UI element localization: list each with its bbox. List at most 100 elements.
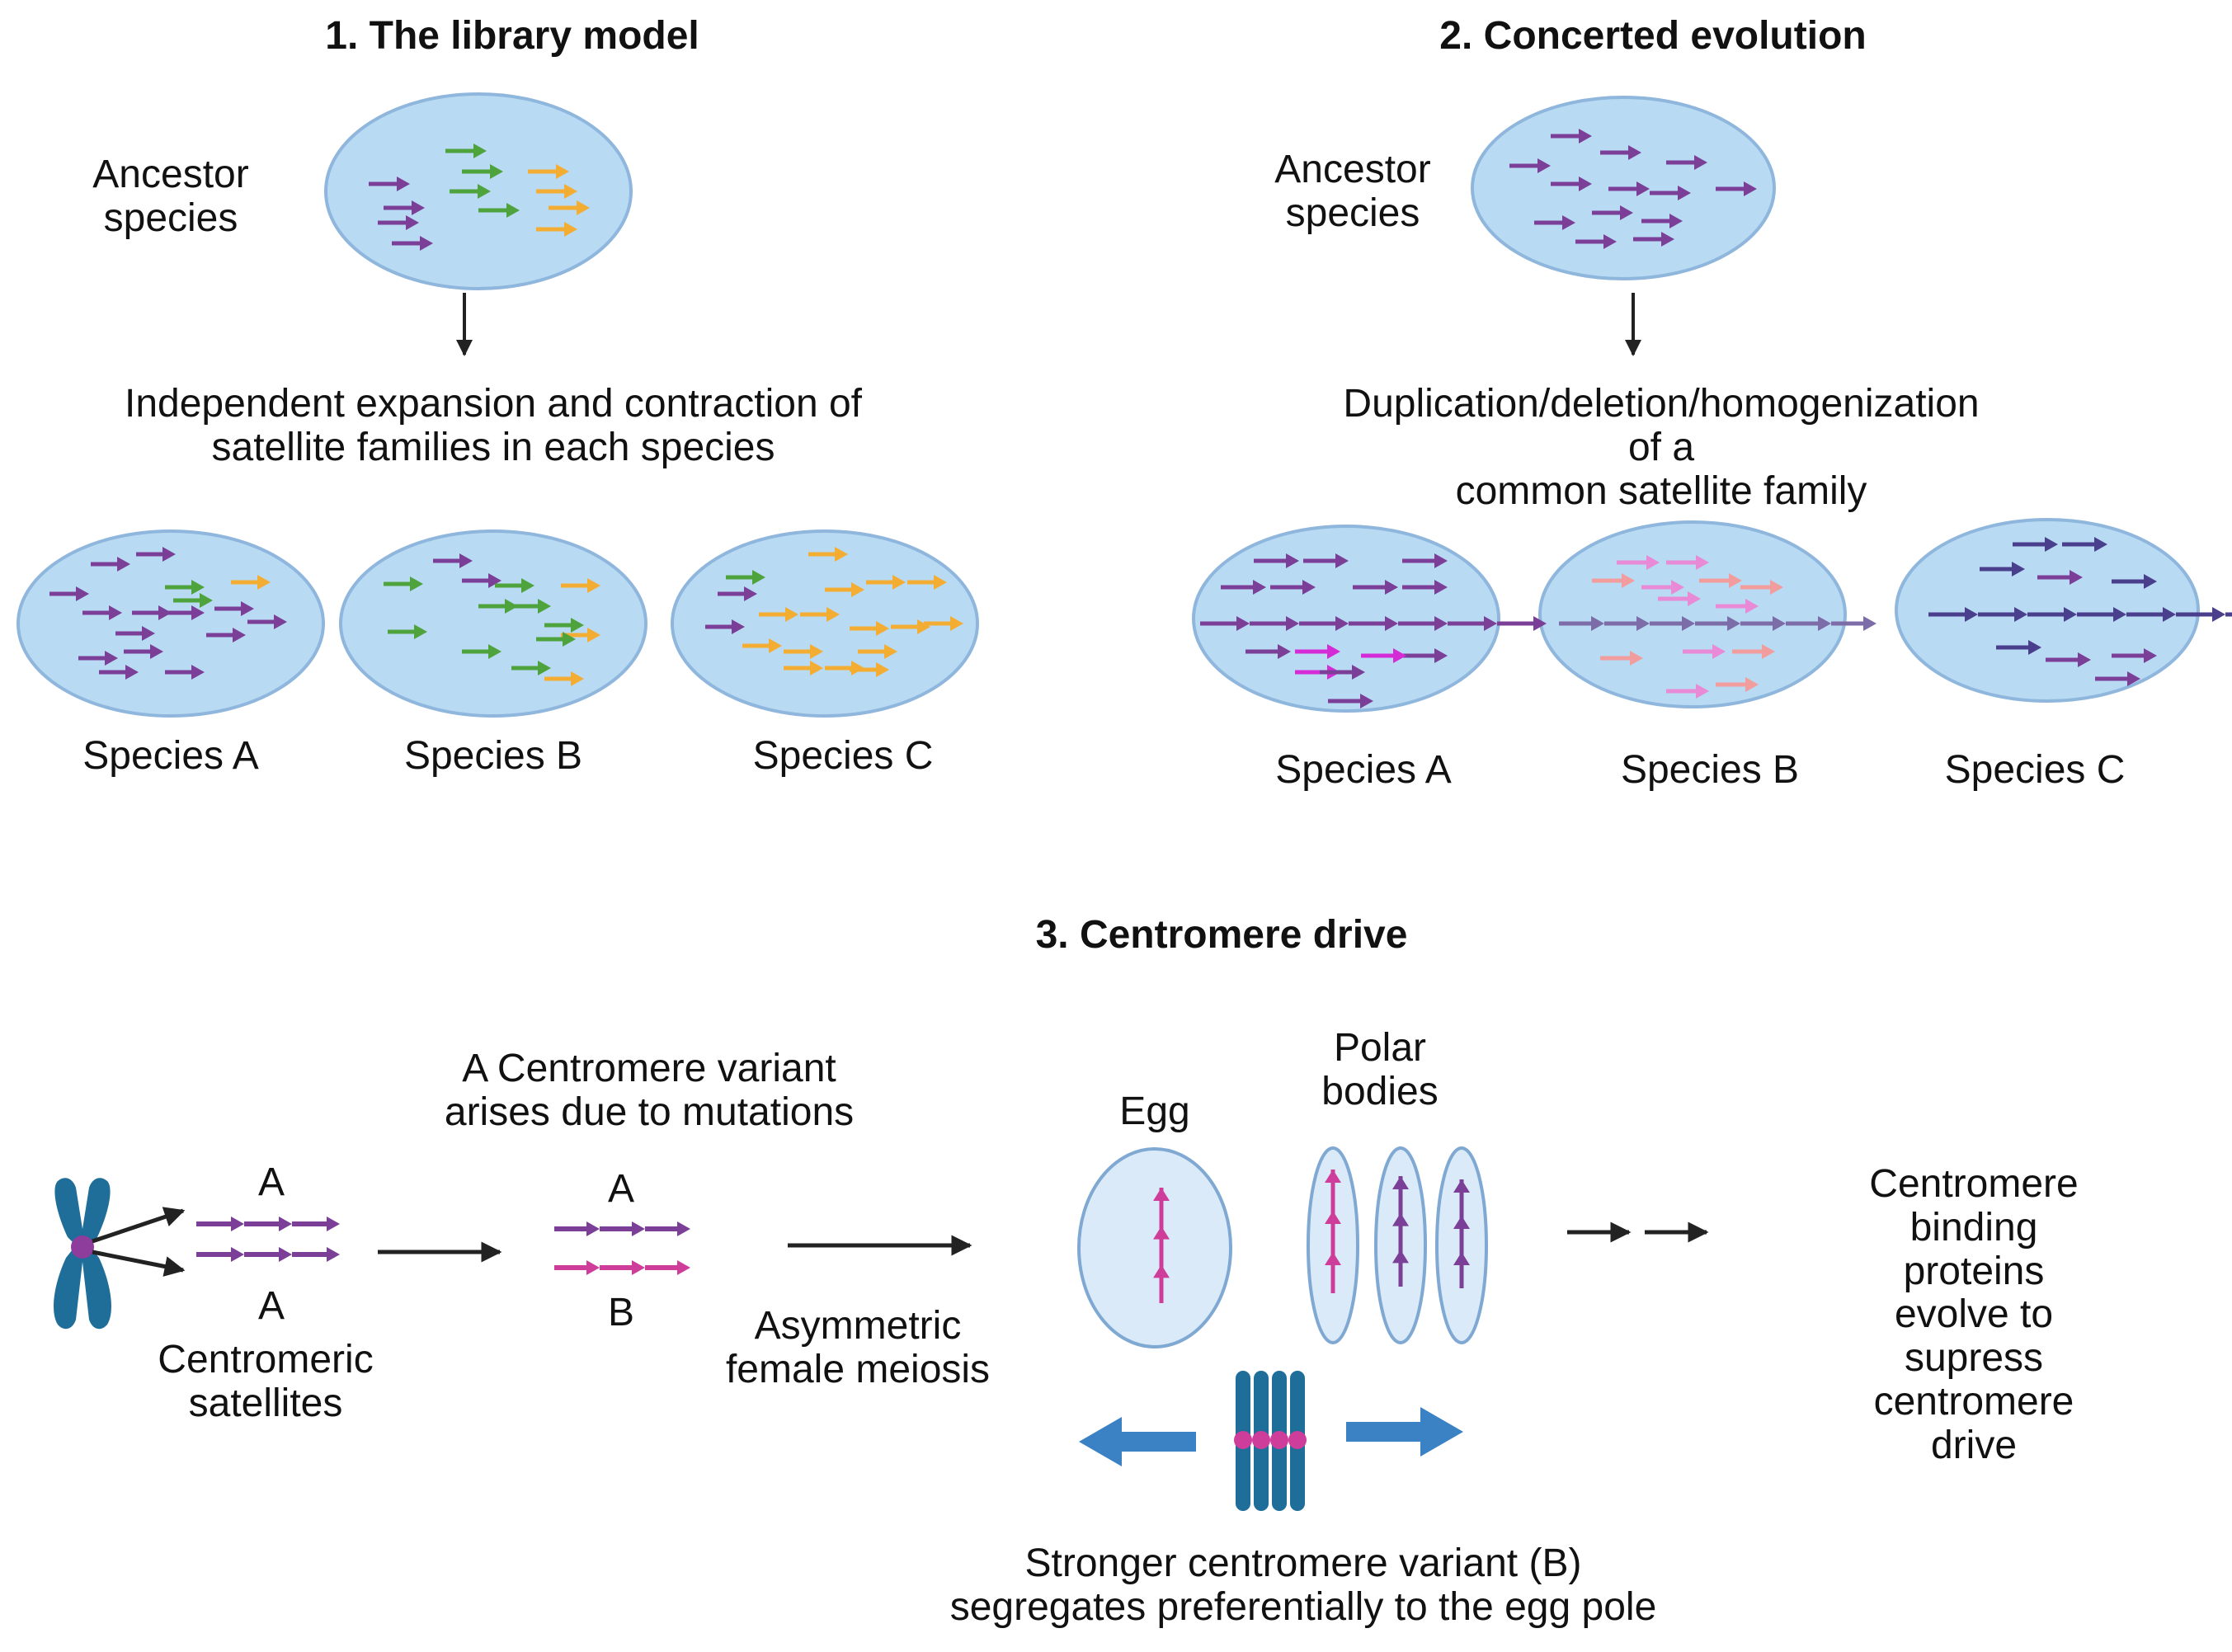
satellite-arrow-head [851,582,864,597]
polar-satellite-3-head [1453,1179,1470,1193]
satellite-arrow-head [406,215,419,230]
satellite-arrow-head [564,222,577,237]
satellite-arrow-head [2012,562,2025,577]
variant-satellite-b-head [586,1260,600,1275]
satellite-arrow-head [241,601,254,616]
satellite-arrow-head [1360,694,1373,708]
satellite-chain-head [1636,616,1650,631]
satellite-arrow-head [1327,644,1340,659]
satellite-arrow-head [2144,648,2157,663]
satellite-arrow-head [571,618,584,633]
satellite-arrow-head [1628,145,1641,160]
egg-cell [1077,1147,1232,1348]
panel1-ancestor-label: Ancestor species [92,153,249,240]
satellite-arrow-head [1712,644,1726,659]
satellite-arrow-head [538,599,551,614]
panel3-title: 3. Centromere drive [1035,913,1408,957]
satellite-arrow-head [191,665,205,680]
panel2-species-c-label: Species C [1944,748,2126,792]
satellite-arrow-head [2070,570,2083,585]
variant-satellite-b-head [677,1260,690,1275]
variant-satellite-a-head [586,1221,600,1236]
satellite-arrow-head [1620,205,1633,220]
satellite-arrow-head [1579,176,1592,191]
polar-satellite-3-head [1453,1252,1470,1265]
polar-satellite-1-head [1325,1252,1341,1265]
species-b-ellipse-1 [339,529,647,718]
satellite-arrow-head [142,626,155,641]
satellite-arrow-head [109,605,122,620]
satellite-arrow-head [1636,181,1650,196]
satellite-arrow-head [556,164,569,179]
satellite-arrow-head [835,547,848,562]
satellite-arrow-head [769,638,782,653]
satellite-arrow-head [785,607,798,622]
panel1-species-c-label: Species C [752,734,934,778]
satellite-arrow-head [934,575,947,590]
satellite-arrow-head [1393,648,1406,663]
satellite-chain-head [2014,607,2027,622]
satellite-arrow-head [233,628,246,642]
satellite-chain-head [1818,616,1831,631]
satellite-chain-head [1385,616,1398,631]
satellite-arrow-head [826,607,840,622]
satellite-arrow-head [563,632,576,647]
satellite-arrow-head [459,553,473,568]
satellite-chain-head [1533,616,1547,631]
satellite-arrow-head [2045,537,2058,552]
panel1-species-a-label: Species A [82,734,259,778]
satellite-chain-head [1863,616,1876,631]
satellite-arrow-head [1696,555,1709,570]
satellite-arrow-head [2094,537,2107,552]
satellite-arrow-head [473,144,487,158]
ellipse-layer [16,92,2200,718]
meiosis-label: Asymmetric female meiosis [725,1304,991,1391]
centromeric-satellite-a-top-head [327,1217,340,1231]
blue-arrow-right-icon [1346,1407,1463,1457]
satellite-arrow-head [2127,671,2140,686]
satellite-arrow-head [412,200,425,215]
satellite-arrow-head [521,578,534,593]
polar-satellite-2-head [1392,1176,1409,1189]
panel1-title: 1. The library model [325,14,699,58]
satellite-arrow-head [1745,599,1759,614]
species-b-ellipse-2 [1538,520,1847,708]
satellite-arrow-head [2144,574,2157,589]
satellite-arrow-head [1302,580,1316,595]
satellite-arrow-head [257,575,271,590]
satellite-chain-head [1286,616,1299,631]
satellite-arrow-head [1562,215,1575,230]
satellite-arrow-head [1352,665,1365,680]
satellite-arrow-head [2028,640,2041,655]
satellite-arrow-head [105,651,118,666]
satellite-arrow-head [1335,553,1349,568]
satellite-arrow-head [200,593,213,608]
satellite-arrow-head [117,557,130,572]
satellite-arrow-head [1646,555,1660,570]
satellite-arrow-head [1630,651,1643,666]
satellite-arrow-head [162,547,176,562]
panel1-process-text: Independent expansion and contraction of… [124,382,863,469]
species-a-ellipse-2 [1192,525,1500,713]
chromosome-icon [54,1178,111,1330]
egg-label: Egg [1119,1090,1190,1133]
satellite-arrow-head [1278,644,1291,659]
satellite-chain-head [1484,616,1497,631]
satellite-label-a-top: A [257,1160,285,1204]
egg-satellite-head [1153,1188,1170,1201]
satellite-arrow-head [810,661,823,675]
satellite-arrow-layer [49,129,2232,1275]
satellite-arrow-head [892,575,906,590]
satellite-arrow-head [1762,644,1775,659]
centromeric-satellite-a-top-head [231,1217,244,1231]
satellite-arrow-head [191,580,205,595]
satellite-arrow-head [125,665,139,680]
satellite-arrow-head [564,184,577,199]
satellite-arrow-head [1678,186,1691,200]
centromeric-satellite-a-top-head [279,1217,292,1231]
satellite-arrow-head [506,203,520,218]
satellite-arrow-head [587,578,600,593]
variant-label-b: B [607,1291,635,1334]
pointer-arrow-upper [92,1207,186,1244]
satellite-arrow-head [577,200,590,215]
